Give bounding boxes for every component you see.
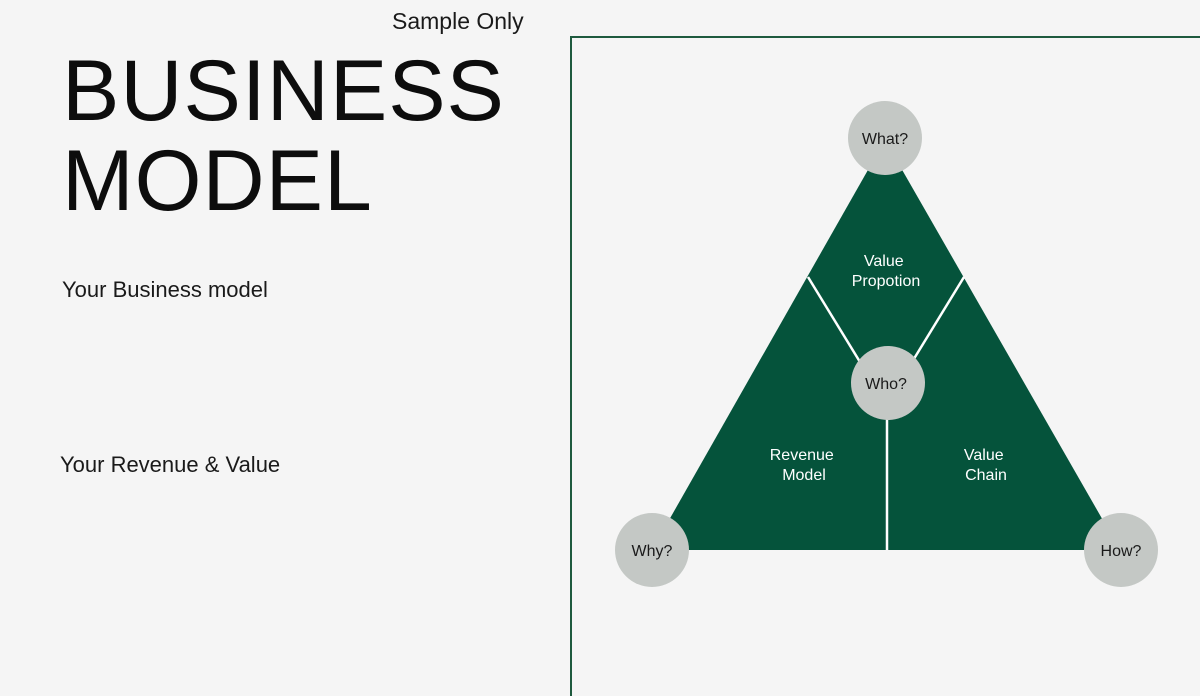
node-who: Who? <box>851 346 925 420</box>
node-what: What? <box>848 101 922 175</box>
segment-label-right: Value Chain <box>964 447 1008 484</box>
title-line-1: BUSINESS <box>62 43 505 139</box>
segment-top-line-1: Value <box>864 253 904 270</box>
segment-dividers <box>806 276 966 550</box>
node-what-circle <box>848 101 922 175</box>
divider-right <box>910 276 966 363</box>
node-what-label: What? <box>862 131 908 148</box>
subtitle-business-model: Your Business model <box>62 277 268 302</box>
business-model-diagram: Value Propotion Revenue Model Value Chai… <box>615 101 1158 587</box>
page-title: BUSINESS MODEL <box>62 46 505 226</box>
triangle-shape <box>652 140 1120 550</box>
segment-left-line-2: Model <box>782 467 826 484</box>
segment-label-top: Value Propotion <box>852 253 921 290</box>
diagram-frame <box>570 36 1200 696</box>
title-line-2: MODEL <box>62 133 373 229</box>
node-why-circle <box>615 513 689 587</box>
watermark-text: Sample Only <box>392 8 524 34</box>
node-why-label: Why? <box>632 543 673 560</box>
node-how: How? <box>1084 513 1158 587</box>
segment-right-line-2: Chain <box>965 467 1007 484</box>
subtitle-revenue-value: Your Revenue & Value <box>60 452 281 477</box>
segment-top-line-2: Propotion <box>852 273 921 290</box>
node-how-label: How? <box>1101 543 1142 560</box>
segment-label-left: Revenue Model <box>770 447 839 484</box>
node-who-label: Who? <box>865 376 907 393</box>
segment-right-line-1: Value <box>964 447 1004 464</box>
divider-left <box>806 276 862 363</box>
node-who-circle <box>851 346 925 420</box>
node-why: Why? <box>615 513 689 587</box>
segment-left-line-1: Revenue <box>770 447 834 464</box>
node-how-circle <box>1084 513 1158 587</box>
